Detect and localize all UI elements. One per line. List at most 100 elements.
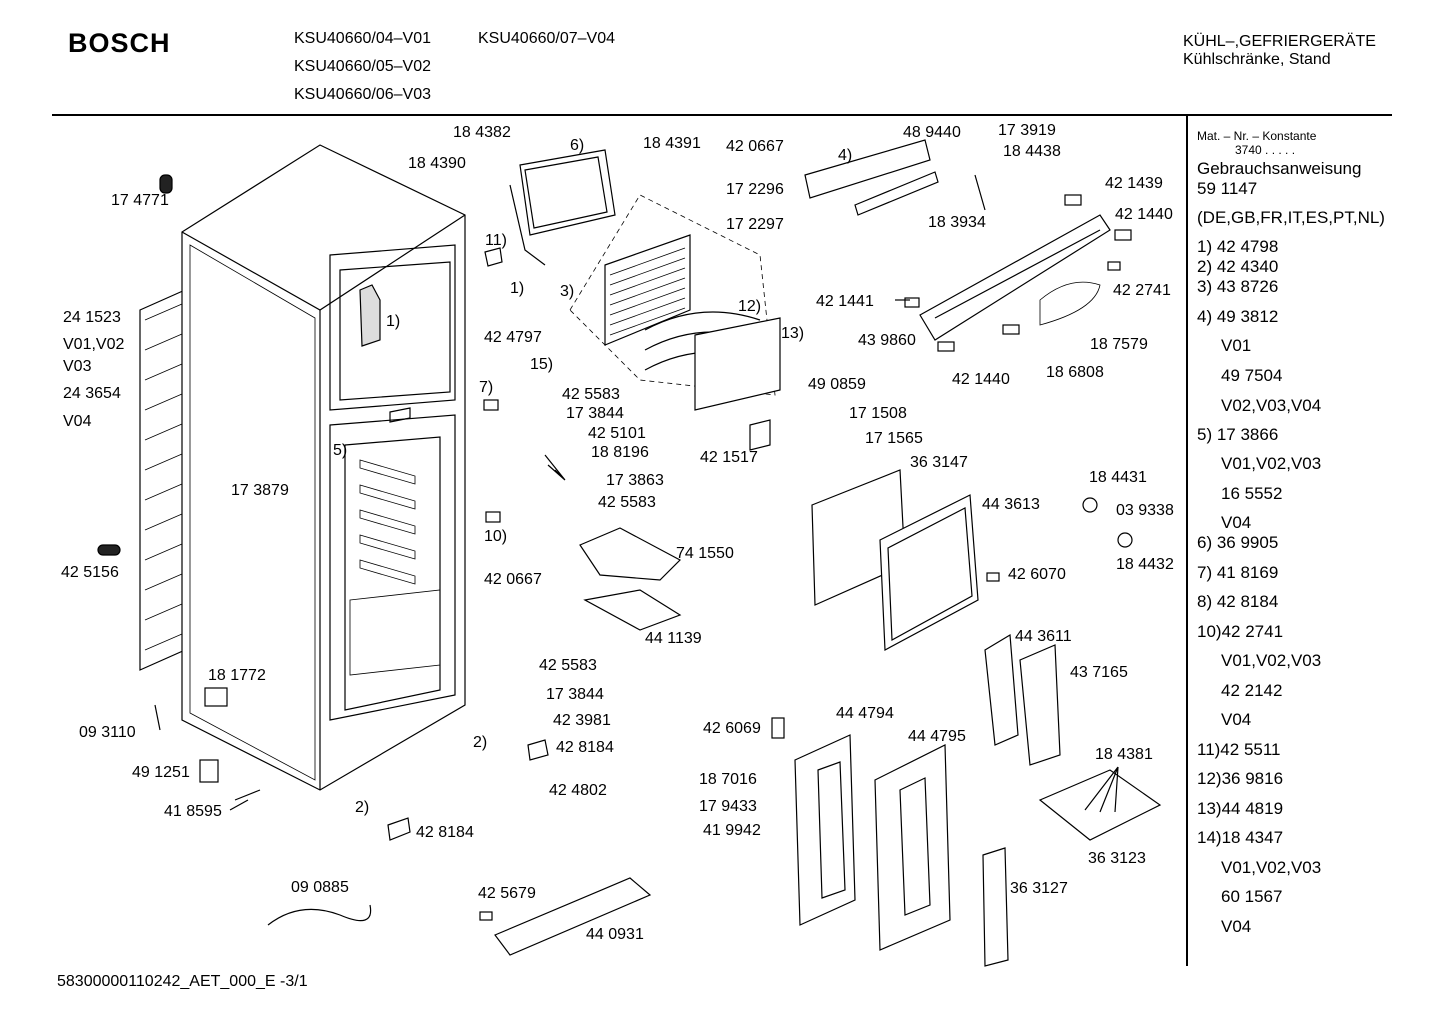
part-label: 44 4795 bbox=[908, 728, 966, 745]
part-label: 42 8184 bbox=[416, 824, 474, 841]
door-guard-drawing bbox=[984, 633, 1061, 766]
part-label: 42 1441 bbox=[816, 293, 874, 310]
panel-item: V04 bbox=[1221, 513, 1252, 532]
part-label: 42 6070 bbox=[1008, 566, 1066, 583]
part-label: 15) bbox=[530, 356, 554, 373]
small-parts-drawing bbox=[97, 174, 1133, 921]
panel-item: V04 bbox=[1221, 917, 1252, 936]
document-footer: 58300000110242_AET_000_E -3/1 bbox=[57, 973, 308, 990]
control-panel-drawing bbox=[804, 139, 1111, 341]
panel-item: 8) 42 8184 bbox=[1197, 592, 1279, 611]
part-label: 44 0931 bbox=[586, 926, 644, 943]
panel-item: 16 5552 bbox=[1221, 484, 1283, 503]
part-label: 5) bbox=[333, 442, 348, 459]
part-label: 42 1517 bbox=[700, 449, 758, 466]
part-label: 17 2297 bbox=[726, 216, 784, 233]
part-label: 17 3919 bbox=[998, 122, 1056, 139]
panel-item: 2) 42 4340 bbox=[1197, 257, 1279, 276]
panel-item: (DE,GB,FR,IT,ES,PT,NL) bbox=[1197, 208, 1385, 227]
part-label: 36 3123 bbox=[1088, 850, 1146, 867]
part-label: 18 4431 bbox=[1089, 469, 1147, 486]
panel-item: 7) 41 8169 bbox=[1197, 563, 1279, 582]
part-label: 17 3844 bbox=[546, 686, 604, 703]
panel-item: 12)36 9816 bbox=[1197, 769, 1284, 788]
part-label: 24 3654 bbox=[63, 385, 121, 402]
part-label: 42 4797 bbox=[484, 329, 542, 346]
part-label: 03 9338 bbox=[1116, 502, 1174, 519]
part-label: 4) bbox=[838, 147, 853, 164]
part-label: 09 0885 bbox=[291, 879, 349, 896]
part-label: 2) bbox=[473, 734, 488, 751]
rear-panel-drawing bbox=[811, 469, 979, 651]
part-label: 36 3147 bbox=[910, 454, 968, 471]
part-label: 36 3127 bbox=[1010, 880, 1068, 897]
model-number: KSU40660/05–V02 bbox=[294, 58, 431, 75]
part-label: 18 4382 bbox=[453, 124, 511, 141]
panel-item: 13)44 4819 bbox=[1197, 799, 1284, 818]
part-label: 24 1523 bbox=[63, 309, 121, 326]
model-number: KSU40660/07–V04 bbox=[478, 30, 615, 47]
part-label: 49 1251 bbox=[132, 764, 190, 781]
panel-item: 1) 42 4798 bbox=[1197, 237, 1279, 256]
part-label: 09 3110 bbox=[79, 724, 136, 741]
part-label: 43 7165 bbox=[1070, 664, 1128, 681]
panel-item: 10)42 2741 bbox=[1197, 622, 1284, 641]
panel-item: V01 bbox=[1221, 336, 1252, 355]
part-label: 17 1508 bbox=[849, 405, 907, 422]
panel-item: 49 7504 bbox=[1221, 366, 1283, 385]
part-label: 74 1550 bbox=[676, 545, 734, 562]
part-label: 42 4802 bbox=[549, 782, 607, 799]
part-label: 17 3879 bbox=[231, 482, 289, 499]
part-label: 44 1139 bbox=[645, 630, 702, 647]
evaporator-drawing bbox=[569, 194, 776, 396]
part-label: 18 4438 bbox=[1003, 143, 1061, 160]
panel-divider bbox=[1186, 114, 1188, 966]
part-label: 18 7579 bbox=[1090, 336, 1148, 353]
part-label: 17 1565 bbox=[865, 430, 923, 447]
panel-item: Gebrauchsanweisung bbox=[1197, 159, 1362, 178]
part-label: 17 2296 bbox=[726, 181, 784, 198]
part-label: 42 1440 bbox=[1115, 206, 1173, 223]
part-label: 42 0667 bbox=[484, 571, 542, 588]
panel-item: 14)18 4347 bbox=[1197, 828, 1284, 847]
part-label: 17 3863 bbox=[606, 472, 664, 489]
part-label: 17 4771 bbox=[111, 192, 169, 209]
part-label: V03 bbox=[63, 358, 92, 375]
part-label: 42 1439 bbox=[1105, 175, 1163, 192]
part-label: 18 4390 bbox=[408, 155, 466, 172]
panel-item: 5) 17 3866 bbox=[1197, 425, 1279, 444]
freezer-frame-drawing bbox=[509, 149, 616, 266]
part-label: 42 6069 bbox=[703, 720, 761, 737]
part-label: 18 1772 bbox=[208, 667, 266, 684]
part-label: 18 8196 bbox=[591, 444, 649, 461]
part-label: 48 9440 bbox=[903, 124, 961, 141]
part-label: 18 7016 bbox=[699, 771, 757, 788]
door-liner-drawing bbox=[794, 734, 951, 951]
part-label: 41 9942 bbox=[703, 822, 761, 839]
power-cable-drawing bbox=[267, 904, 372, 926]
cabinet-drawing bbox=[181, 144, 466, 791]
part-label: 41 8595 bbox=[164, 803, 222, 820]
category-title: KÜHL–,GEFRIERGERÄTE bbox=[1183, 33, 1376, 50]
panel-item: 60 1567 bbox=[1221, 887, 1283, 906]
part-label: 3) bbox=[560, 283, 575, 300]
condenser-drawing bbox=[139, 289, 186, 671]
panel-item: 59 1147 bbox=[1197, 179, 1258, 198]
part-label: 43 9860 bbox=[858, 332, 916, 349]
part-label: 13) bbox=[781, 325, 805, 342]
part-label: 1) bbox=[386, 313, 401, 330]
part-label: 42 5583 bbox=[562, 386, 620, 403]
part-label: 42 5156 bbox=[61, 564, 119, 581]
part-label: 7) bbox=[479, 379, 494, 396]
panel-item: V01,V02,V03 bbox=[1221, 454, 1322, 473]
panel-item: 4) 49 3812 bbox=[1197, 307, 1279, 326]
part-label: 44 4794 bbox=[836, 705, 894, 722]
part-label: 18 4381 bbox=[1095, 746, 1153, 763]
part-label: 1) bbox=[510, 280, 525, 297]
part-label: 42 5679 bbox=[478, 885, 536, 902]
brand-logo: BOSCH bbox=[68, 28, 171, 58]
leader-lines bbox=[229, 174, 1119, 813]
part-label: 42 8184 bbox=[556, 739, 614, 756]
part-label: 44 3613 bbox=[982, 496, 1040, 513]
